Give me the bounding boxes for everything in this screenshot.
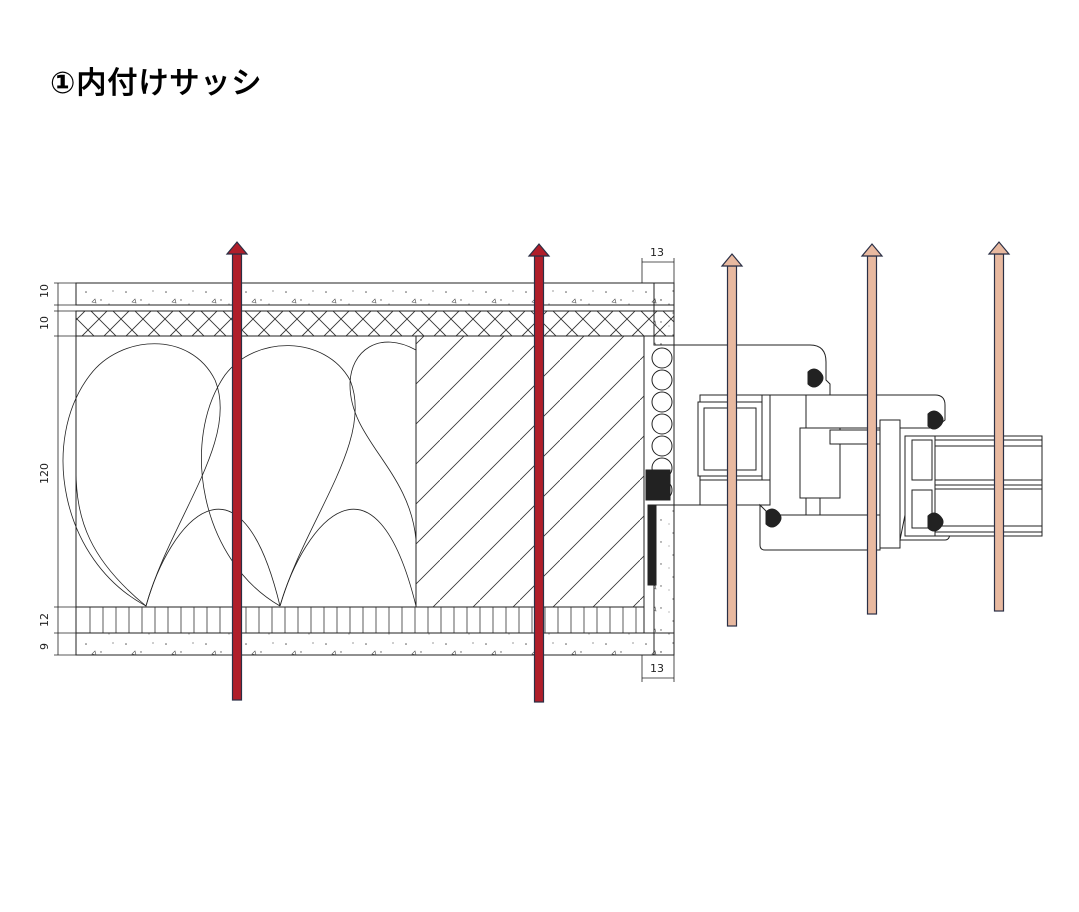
insulation-curve bbox=[145, 509, 281, 607]
insulation-region bbox=[75, 335, 417, 608]
right-return-top bbox=[653, 282, 675, 346]
heat-arrow-window-2 bbox=[860, 243, 884, 615]
dimension-offset-top bbox=[641, 258, 675, 283]
page-title: ①内付けサッシ bbox=[50, 66, 263, 101]
heat-arrow-wall-2 bbox=[527, 243, 551, 703]
insulation-curve bbox=[62, 343, 221, 607]
dim-bottom-outer: 9 bbox=[38, 643, 51, 650]
right-return-bottom bbox=[653, 504, 675, 656]
window-frame bbox=[645, 344, 1043, 586]
top-concrete-layer bbox=[75, 282, 675, 306]
top-crosshatch-layer bbox=[75, 310, 675, 337]
dim-offset-top-label: 13 bbox=[650, 246, 664, 259]
insulation-curve bbox=[349, 341, 417, 541]
dim-top-outer: 10 bbox=[38, 284, 51, 298]
dim-offset-bottom-label: 13 bbox=[650, 662, 664, 675]
insulation-curve bbox=[201, 345, 356, 607]
heat-arrow-wall-1 bbox=[225, 241, 249, 701]
insulation-curve bbox=[279, 509, 417, 607]
dimension-offset-bottom bbox=[641, 655, 675, 682]
wall-section bbox=[62, 282, 675, 656]
insulation-curve bbox=[75, 469, 147, 607]
board-region bbox=[415, 335, 645, 608]
dim-insulation: 120 bbox=[38, 463, 51, 484]
heat-flow-arrows bbox=[225, 241, 1011, 703]
bottom-concrete-layer bbox=[75, 632, 675, 656]
heat-arrow-window-3 bbox=[987, 241, 1011, 612]
dim-top-inner: 10 bbox=[38, 316, 51, 330]
bottom-lined-layer bbox=[75, 606, 645, 634]
heat-arrow-window-1 bbox=[720, 253, 744, 627]
dim-bottom-inner: 12 bbox=[38, 613, 51, 627]
dimension-lines-left bbox=[54, 282, 76, 656]
bottom-lines bbox=[89, 607, 637, 633]
